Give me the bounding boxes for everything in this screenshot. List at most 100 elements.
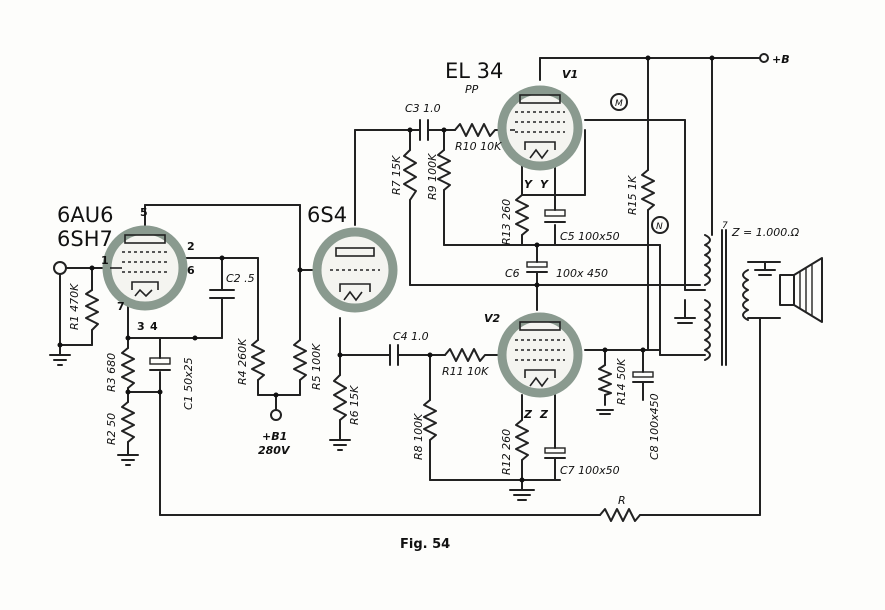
label-r4: R4 260K: [236, 338, 249, 385]
label-c7: C7 100x50: [560, 464, 620, 477]
pin-label: 4: [150, 320, 158, 333]
output-mode-label: PP: [465, 83, 479, 96]
resistor-r7: [403, 149, 417, 201]
resistors: [85, 123, 655, 522]
pin-label: 2: [187, 240, 195, 253]
ground-symbol-secondary: [674, 317, 696, 324]
resistor-r15: [641, 169, 655, 211]
label-z: Z: [539, 408, 549, 421]
capacitor-c8: [632, 371, 654, 383]
resistor-r4: [251, 339, 265, 381]
marker-n: [651, 216, 669, 234]
resistor-r9: [437, 149, 451, 191]
label-r13: R13 260: [500, 199, 513, 245]
pin-label: 7: [117, 300, 125, 313]
label-r9: R9 100K: [426, 153, 439, 200]
label-c2: C2 .5: [226, 272, 255, 285]
labels: 6AU6 6SH7 6S4 EL 34 PP V1 V2 5 2 6 1 7 3…: [57, 53, 800, 552]
ground-symbol-input: [49, 344, 71, 366]
b-plus-terminal: [759, 53, 769, 63]
label-r6: R6 15K: [348, 385, 361, 425]
resistor-r11: [444, 348, 491, 362]
label-b1: +B1: [262, 430, 287, 443]
capacitor-c2: [209, 289, 235, 311]
label-r10: R10 10K: [455, 140, 502, 153]
label-r1: R1 470K: [68, 283, 81, 330]
label-transformer-pin: 7: [722, 221, 728, 231]
resistor-r2: [121, 401, 135, 443]
label-c4: C4 1.0: [393, 330, 429, 343]
tube-6au6: [102, 225, 188, 311]
label-c5: C5 100x50: [560, 230, 620, 243]
label-r5: R5 100K: [310, 343, 323, 390]
ground-symbol-v2: [509, 489, 535, 501]
capacitor-c6: [526, 261, 548, 273]
resistor-r1: [85, 289, 99, 331]
label-impedance: Z = 1.000.Ω: [731, 226, 800, 239]
label-b-plus: +B: [772, 53, 790, 66]
label-r7: R7 15K: [390, 155, 403, 195]
label-marker-m: M: [615, 99, 623, 109]
label-r14: R14 50K: [615, 358, 628, 405]
input-jack: [53, 261, 67, 275]
resistor-r10: [454, 123, 501, 137]
label-y: Y: [540, 178, 549, 191]
capacitor-c1: [149, 357, 171, 371]
pin-label: 1: [101, 254, 109, 267]
capacitor-c4: [389, 344, 407, 366]
resistor-r12: [515, 419, 529, 461]
resistor-r5: [293, 339, 307, 381]
tube-v2-el34: [497, 312, 583, 398]
label-c3: C3 1.0: [405, 102, 441, 115]
tube-v1-el34: [497, 85, 583, 171]
output-transformer: [704, 229, 781, 366]
label-r12: R12 260: [500, 429, 513, 475]
tube-6s4: [312, 227, 398, 313]
label-y: Y: [524, 178, 533, 191]
b1-terminal: [270, 409, 282, 421]
pin-label: 5: [140, 206, 148, 219]
label-marker-n: N: [656, 222, 663, 232]
tube-type-el34: EL 34: [445, 59, 503, 83]
label-r-feedback: R: [618, 494, 626, 507]
tube-type-6au6: 6AU6: [57, 203, 113, 227]
capacitor-c3: [419, 119, 437, 141]
label-b1-voltage: 280V: [258, 444, 291, 457]
resistor-r8: [423, 399, 437, 441]
label-c6-value: 100x 450: [556, 267, 608, 280]
label-c6: C6: [505, 267, 520, 280]
circuit-wiring: [49, 53, 776, 516]
label-z: Z: [523, 408, 533, 421]
resistor-r14: [598, 364, 612, 396]
ground-symbol-speaker: [754, 269, 776, 276]
resistor-r6: [333, 374, 347, 421]
label-r15: R15 1K: [626, 175, 639, 215]
ground-symbol-r14: [596, 409, 614, 415]
tube-v1-label: V1: [562, 68, 578, 81]
capacitors: [149, 119, 654, 459]
marker-m: [610, 93, 628, 111]
tube-type-6s4: 6S4: [307, 203, 347, 227]
label-r2: R2 50: [105, 413, 118, 445]
ground-symbol-r2: [117, 454, 139, 466]
resistor-r-feedback: [599, 508, 641, 522]
resistor-r3: [121, 347, 135, 389]
resistor-r13: [515, 194, 529, 236]
capacitor-c7: [544, 447, 566, 459]
label-r3: R3 680: [105, 353, 118, 392]
tube-type-6sh7: 6SH7: [57, 227, 113, 251]
junction-dots: [57, 55, 715, 483]
ground-symbol-r6: [329, 439, 351, 451]
figure-caption: Fig. 54: [400, 537, 450, 552]
pin-label: 6: [187, 264, 195, 277]
loudspeaker: [779, 257, 823, 323]
capacitor-c5: [544, 209, 566, 223]
label-c1: C1 50x25: [182, 357, 195, 410]
pin-label: 3: [137, 320, 145, 333]
label-r8: R8 100K: [412, 413, 425, 460]
tube-v2-label: V2: [484, 312, 501, 325]
label-r11: R11 10K: [442, 365, 489, 378]
label-c8: C8 100x450: [648, 393, 661, 460]
